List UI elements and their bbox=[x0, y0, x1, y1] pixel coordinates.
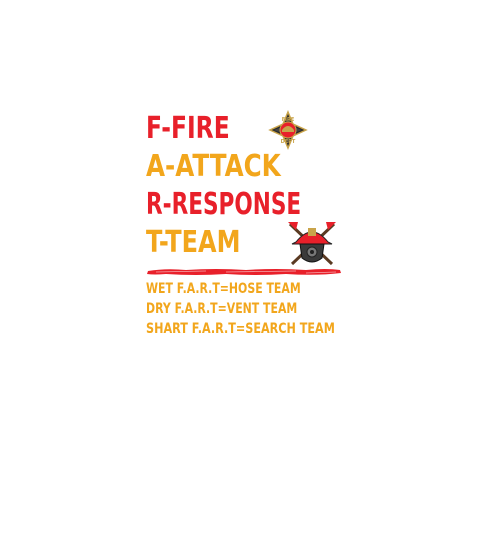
team-line-vent: DRY F.A.R.T=VENT TEAM bbox=[146, 301, 298, 317]
acronym-line-a: A-ATTACK bbox=[146, 152, 281, 182]
team-line-hose: WET F.A.R.T=HOSE TEAM bbox=[146, 281, 301, 297]
acronym-word-response: RESPONSE bbox=[171, 187, 302, 222]
acronym-dash: - bbox=[162, 187, 172, 222]
acronym-letter-f: F bbox=[146, 111, 162, 146]
shirt-design: F-FIRE FIRE DEPT A-ATTACK R-RESPONSE T-T… bbox=[146, 108, 346, 343]
acronym-line-f: F-FIRE bbox=[146, 114, 230, 144]
maltese-cross-fire-badge-icon: FIRE DEPT bbox=[268, 110, 308, 150]
acronym-dash: - bbox=[165, 149, 176, 184]
team-line-search: SHART F.A.R.T=SEARCH TEAM bbox=[146, 321, 335, 337]
acronym-letter-a: A bbox=[146, 149, 166, 184]
acronym-dash: - bbox=[158, 225, 166, 260]
badge-top-text: FIRE bbox=[282, 117, 295, 123]
acronym-word-team: TEAM bbox=[165, 225, 241, 260]
acronym-line-r: R-RESPONSE bbox=[146, 190, 301, 220]
acronym-letter-t: T bbox=[146, 225, 159, 260]
firefighter-helmet-axes-icon bbox=[288, 222, 336, 266]
acronym-word-attack: ATTACK bbox=[175, 149, 281, 184]
acronym-line-t: T-TEAM bbox=[146, 228, 241, 258]
red-brush-stroke-divider bbox=[147, 269, 341, 275]
badge-bottom-text: DEPT bbox=[281, 139, 296, 145]
acronym-letter-r: R bbox=[146, 187, 163, 222]
acronym-dash: - bbox=[161, 111, 171, 146]
acronym-word-fire: FIRE bbox=[170, 111, 230, 146]
